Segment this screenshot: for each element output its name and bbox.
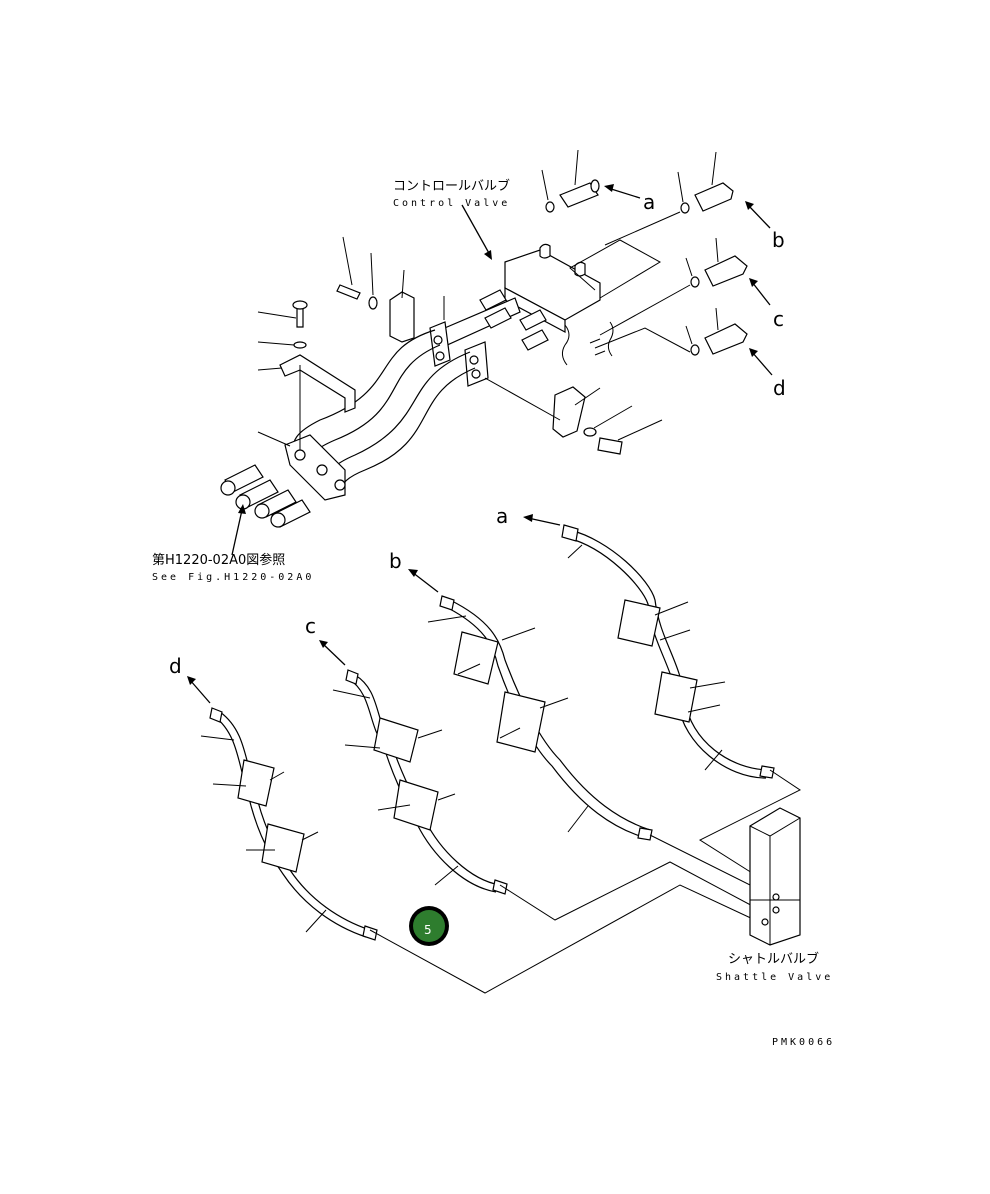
callout-number: 5 (424, 923, 432, 937)
leader-valve-d (594, 327, 691, 353)
leader-clamp-right (484, 377, 561, 421)
leader-valve-c (599, 284, 691, 336)
callout-marker[interactable]: 5 (409, 906, 449, 946)
label-c-top: c (773, 307, 784, 331)
see-fig-label-jp: 第H1220-02A0図参照 (152, 552, 285, 568)
elbow-fitting-d (690, 323, 748, 356)
figure-code: PMK0066 (772, 1037, 835, 1048)
label-b-top: b (772, 228, 785, 252)
clamp-right (552, 386, 623, 455)
callout-fill (413, 910, 445, 942)
shuttle-valve-label-en: Shattle Valve (716, 972, 833, 983)
label-b-bottom: b (389, 549, 402, 573)
hose-d (209, 707, 378, 941)
reference-leaders-bottom (200, 544, 726, 933)
leader-valve-a (569, 239, 662, 299)
hose-b (439, 595, 653, 841)
label-d-bottom: d (169, 654, 182, 678)
elbow-fitting-b (680, 182, 734, 214)
elbow-fitting-a (545, 179, 600, 213)
arrows-top (231, 184, 773, 556)
hose-c (345, 669, 508, 895)
shuttle-valve-label-jp: シャトルバルブ (728, 951, 819, 967)
see-fig-label-en: See Fig.H1220-02A0 (152, 572, 314, 583)
label-d-top: d (773, 376, 786, 400)
control-valve-label-en: Control Valve (393, 198, 510, 209)
shuttle-connection-lines (369, 769, 801, 994)
label-a-top: a (643, 190, 655, 214)
control-valve-assembly (429, 243, 614, 387)
shuttle-valve (749, 807, 801, 946)
hose-a (561, 524, 775, 779)
reference-leaders-top (257, 149, 719, 447)
control-valve-label-jp: コントロールバルブ (393, 178, 510, 194)
elbow-fitting-c (690, 255, 748, 288)
arrows-bottom (187, 514, 561, 704)
lower-clamp-assembly (220, 434, 346, 528)
label-c-bottom: c (305, 614, 316, 638)
leader-valve-b (604, 211, 681, 246)
label-a-bottom: a (496, 504, 508, 528)
bracket-left (279, 300, 356, 450)
clamp-upper (336, 284, 415, 343)
